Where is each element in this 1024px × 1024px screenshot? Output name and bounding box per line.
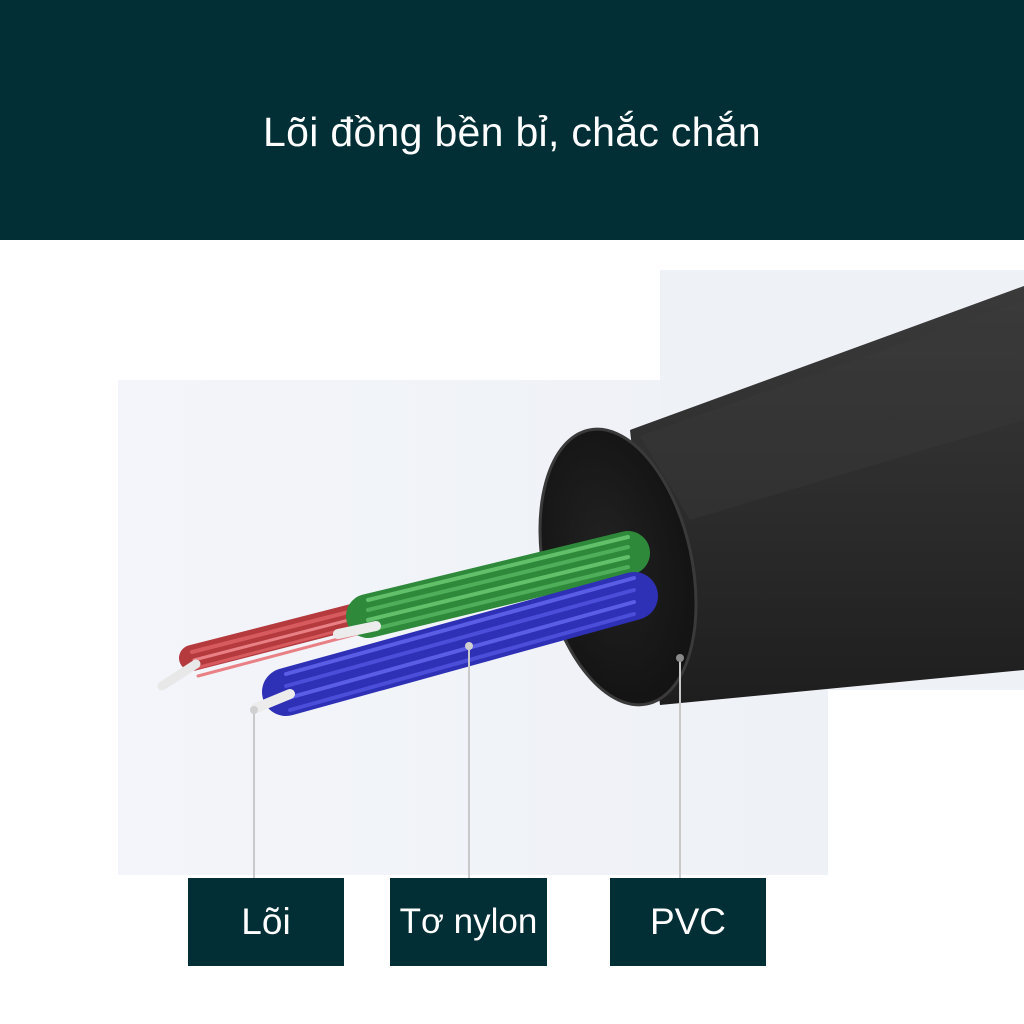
cable-jacket-highlight xyxy=(640,300,1024,520)
red-wire-core xyxy=(157,659,201,691)
page-title: Lõi đồng bền bỉ, chắc chắn xyxy=(263,109,761,155)
header-banner: Lõi đồng bền bỉ, chắc chắn xyxy=(0,0,1024,240)
leader-dot-pvc xyxy=(676,654,684,662)
label-nylon: Tơ nylon xyxy=(390,878,547,966)
green-wire xyxy=(346,531,650,638)
leader-dot-nylon xyxy=(465,642,473,650)
cable-jacket xyxy=(630,286,1024,705)
red-wire xyxy=(179,599,385,678)
label-pvc: PVC xyxy=(610,878,766,966)
leader-dot-core xyxy=(250,706,258,714)
label-core: Lõi xyxy=(188,878,344,966)
green-wire-core xyxy=(333,621,381,639)
blue-wire-core xyxy=(251,689,295,713)
cable-illustration xyxy=(118,270,1024,878)
blue-wire xyxy=(262,572,658,716)
